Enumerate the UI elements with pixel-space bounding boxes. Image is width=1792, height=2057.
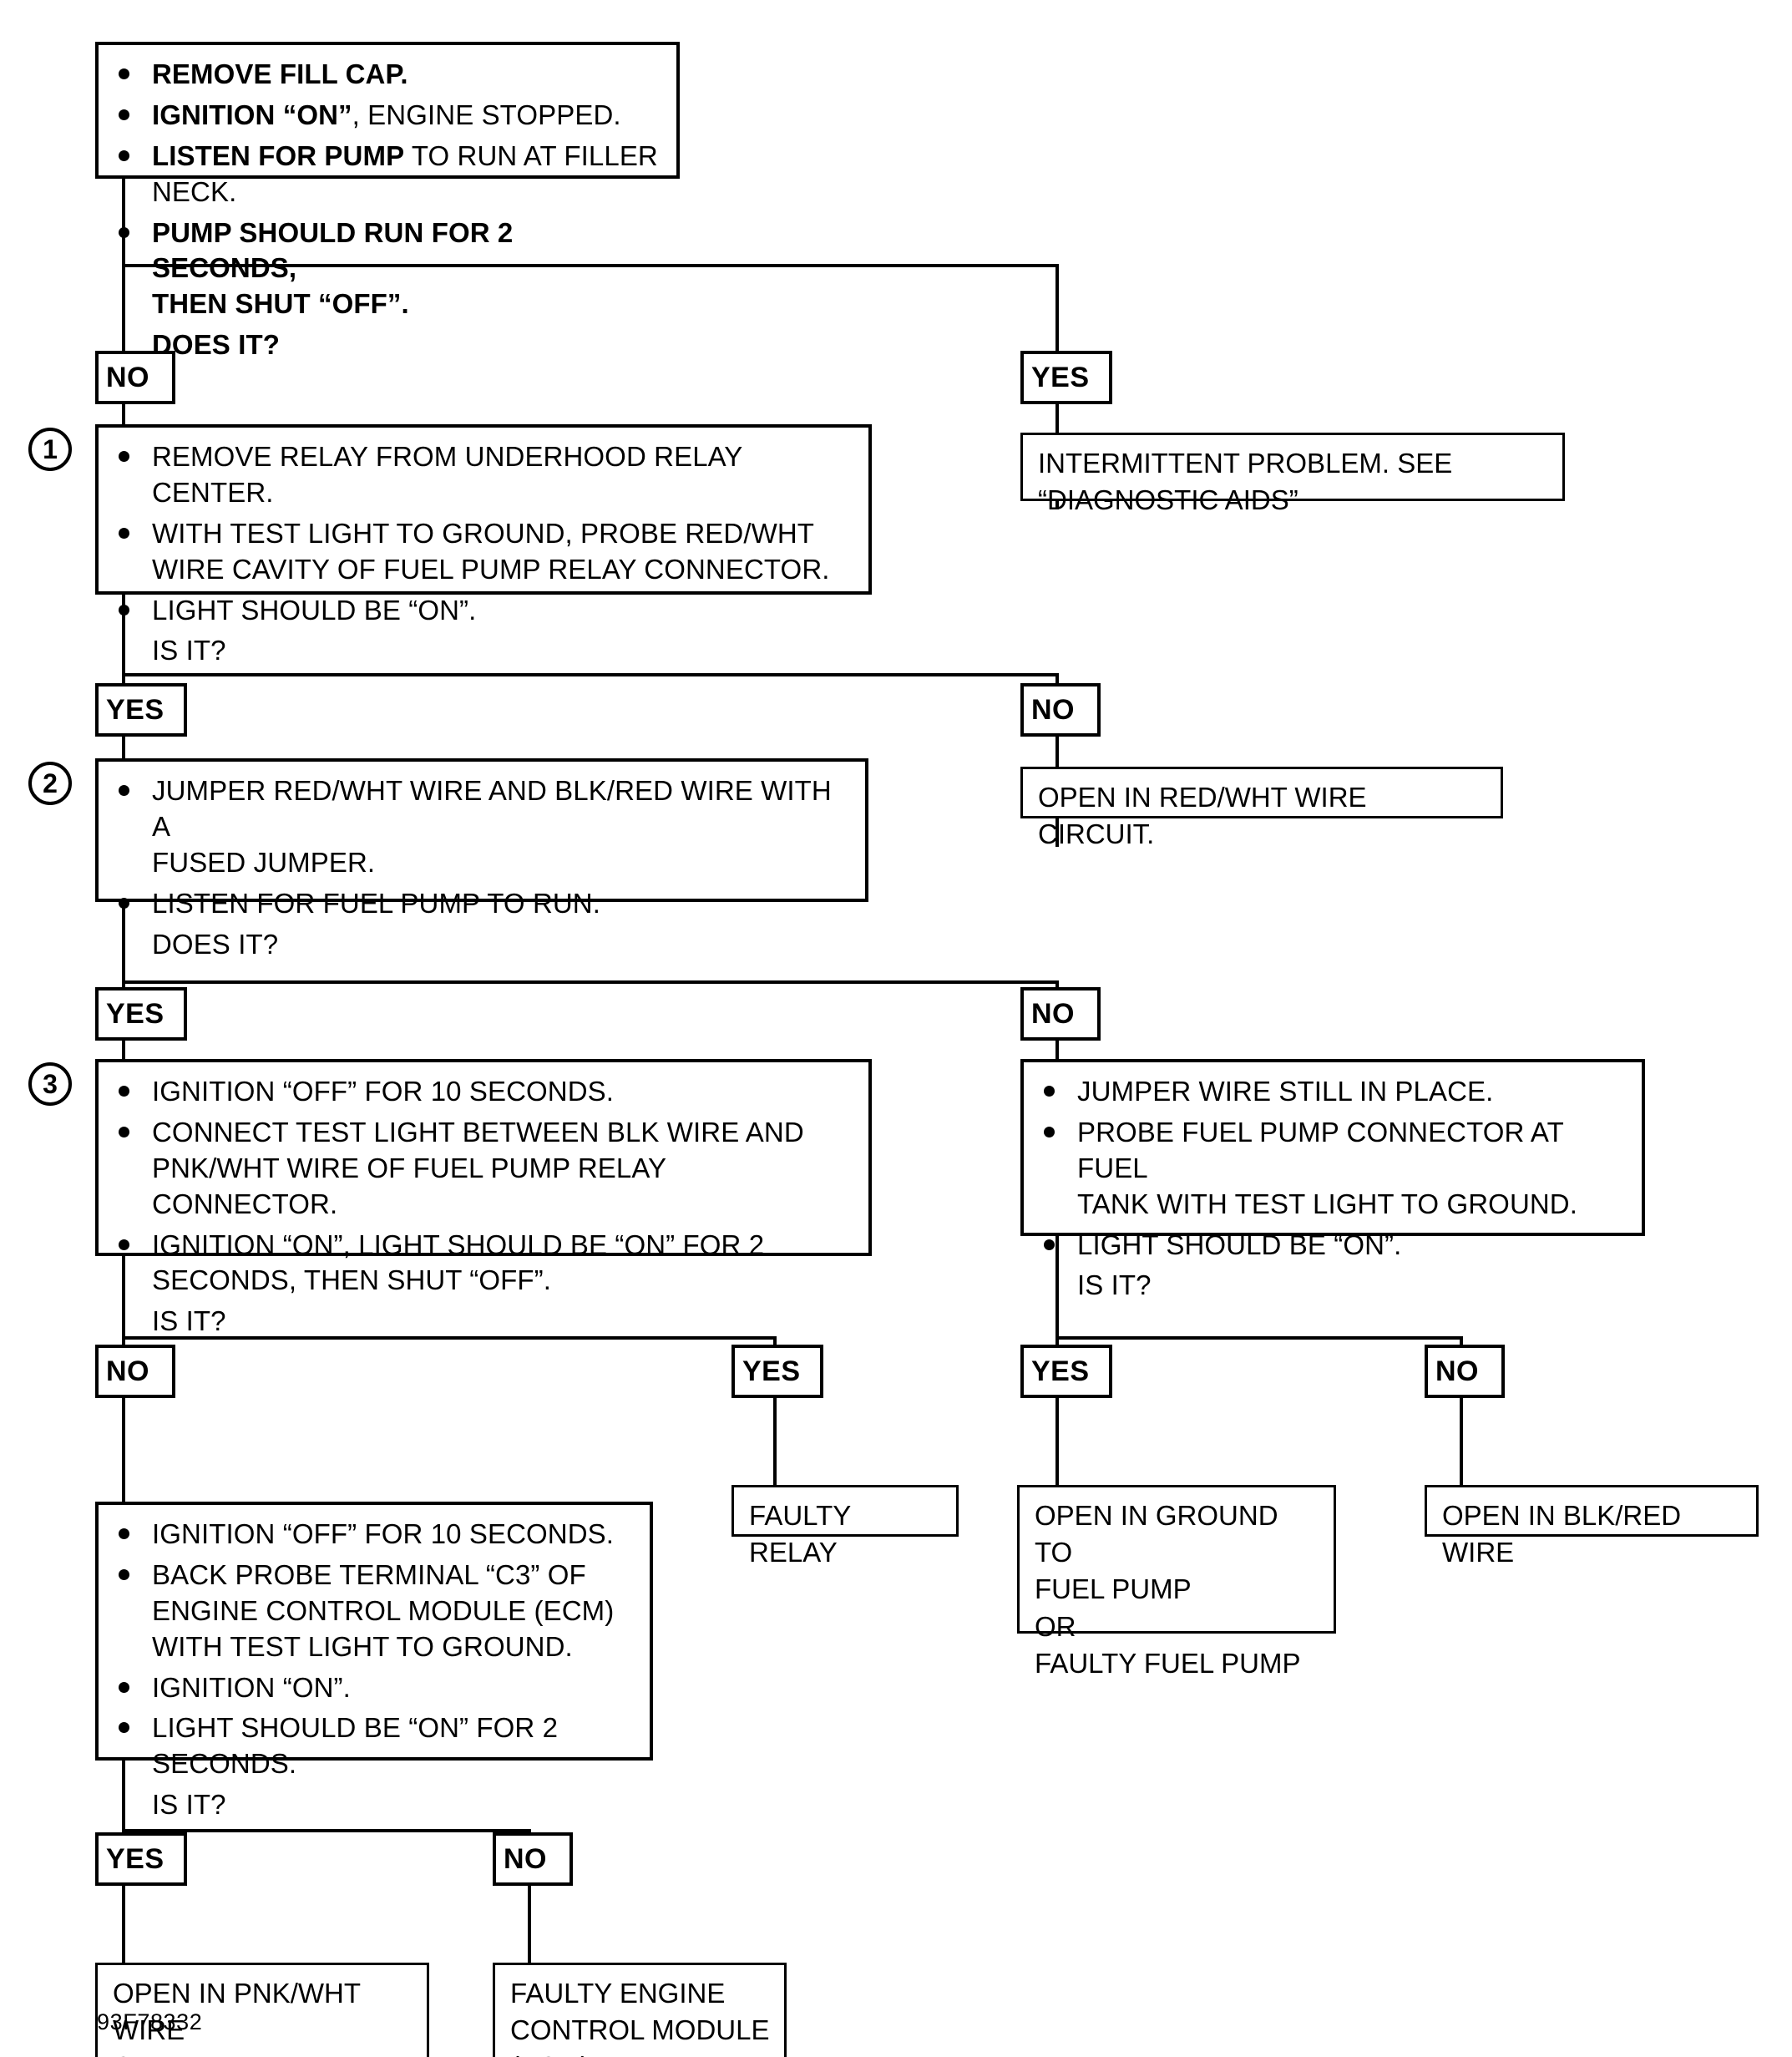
terminal-text: FAULTY RELAY bbox=[749, 1500, 851, 1568]
branch-label-yes[interactable]: YES bbox=[95, 1832, 187, 1886]
branch-label-no[interactable]: NO bbox=[1425, 1345, 1505, 1398]
terminal-text: OPEN IN GROUND TO FUEL PUMP OR FAULTY FU… bbox=[1035, 1500, 1301, 1679]
branch-label-yes[interactable]: YES bbox=[1020, 1345, 1112, 1398]
ecm-probe-box: IGNITION “OFF” FOR 10 SECONDS. BACK PROB… bbox=[95, 1502, 653, 1820]
question-line: DOES IT? bbox=[152, 928, 279, 960]
initial-check-box: REMOVE FILL CAP. IGNITION “ON”, ENGINE S… bbox=[95, 42, 680, 360]
intermittent-problem-box: INTERMITTENT PROBLEM. SEE “DIAGNOSTIC AI… bbox=[1020, 433, 1565, 515]
question-line: IS IT? bbox=[152, 1305, 226, 1337]
connector-line bbox=[122, 1761, 125, 1832]
instruction-item: IGNITION “ON”, LIGHT SHOULD BE “ON” FOR … bbox=[112, 1228, 855, 1300]
step2-box: JUMPER RED/WHT WIRE AND BLK/RED WIRE WIT… bbox=[95, 758, 868, 960]
terminal-text: OPEN IN BLK/RED WIRE bbox=[1442, 1500, 1682, 1568]
connector-line bbox=[1055, 1398, 1059, 1488]
faulty-ecm-box: FAULTY ENGINE CONTROL MODULE (ECM) bbox=[493, 1963, 787, 2057]
connector-line bbox=[122, 902, 125, 984]
figure-id: 93F78332 bbox=[97, 2009, 203, 2034]
instruction-item: IGNITION “OFF” FOR 10 SECONDS. bbox=[112, 1517, 636, 1553]
branch-label-yes[interactable]: YES bbox=[95, 987, 187, 1041]
instruction-item: LISTEN FOR FUEL PUMP TO RUN. bbox=[112, 886, 852, 922]
jumper-in-place-box: JUMPER WIRE STILL IN PLACE. PROBE FUEL P… bbox=[1020, 1059, 1645, 1300]
connector-line bbox=[122, 179, 125, 267]
terminal-text: FAULTY ENGINE CONTROL MODULE (ECM) bbox=[510, 1978, 770, 2057]
connector-line bbox=[122, 1336, 777, 1340]
branch-label-no[interactable]: NO bbox=[95, 351, 175, 404]
question-line: IS IT? bbox=[152, 635, 226, 666]
branch-label-yes[interactable]: YES bbox=[95, 683, 187, 737]
open-ground-fuel-pump-box: OPEN IN GROUND TO FUEL PUMP OR FAULTY FU… bbox=[1017, 1485, 1336, 1679]
connector-line bbox=[1055, 1336, 1463, 1340]
connector-line bbox=[122, 1886, 125, 1966]
connector-line bbox=[122, 1256, 125, 1340]
instruction-item: LIGHT SHOULD BE “ON”. bbox=[112, 593, 855, 629]
instruction-item: WITH TEST LIGHT TO GROUND, PROBE RED/WHT… bbox=[112, 516, 855, 588]
connector-line bbox=[1055, 264, 1059, 354]
instruction-item: LISTEN FOR PUMP TO RUN AT FILLER NECK. bbox=[112, 139, 663, 210]
instruction-item: IGNITION “OFF” FOR 10 SECONDS. bbox=[112, 1074, 855, 1110]
instruction-item: JUMPER WIRE STILL IN PLACE. bbox=[1037, 1074, 1628, 1110]
connector-line bbox=[122, 673, 1059, 676]
terminal-text: OPEN IN PNK/WHT WIRE OR OPEN IN BLK WIRE bbox=[113, 1978, 361, 2057]
branch-label-no[interactable]: NO bbox=[1020, 683, 1101, 737]
question-line: DOES IT? bbox=[152, 329, 280, 361]
branch-label-no[interactable]: NO bbox=[493, 1832, 573, 1886]
branch-label-no[interactable]: NO bbox=[95, 1345, 175, 1398]
instruction-item: JUMPER RED/WHT WIRE AND BLK/RED WIRE WIT… bbox=[112, 773, 852, 881]
instruction-item: PROBE FUEL PUMP CONNECTOR AT FUEL TANK W… bbox=[1037, 1115, 1628, 1223]
branch-label-yes[interactable]: YES bbox=[731, 1345, 823, 1398]
connector-line bbox=[122, 1398, 125, 1505]
instruction-item: BACK PROBE TERMINAL “C3” OF ENGINE CONTR… bbox=[112, 1558, 636, 1665]
step1-box: REMOVE RELAY FROM UNDERHOOD RELAY CENTER… bbox=[95, 424, 872, 666]
connector-line bbox=[1055, 1236, 1059, 1340]
connector-line bbox=[122, 264, 1059, 267]
instruction-item: IGNITION “ON”. bbox=[112, 1670, 636, 1706]
question-line: IS IT? bbox=[1077, 1269, 1152, 1301]
connector-line bbox=[122, 595, 125, 676]
step-number-3: 3 bbox=[28, 1062, 72, 1106]
instruction-item: PUMP SHOULD RUN FOR 2 SECONDS, THEN SHUT… bbox=[112, 215, 663, 323]
connector-line bbox=[122, 1829, 531, 1832]
step3-box: IGNITION “OFF” FOR 10 SECONDS. CONNECT T… bbox=[95, 1059, 872, 1336]
faulty-relay-box: FAULTY RELAY bbox=[731, 1485, 959, 1568]
branch-label-yes[interactable]: YES bbox=[1020, 351, 1112, 404]
step-number-1: 1 bbox=[28, 428, 72, 471]
instruction-item: REMOVE FILL CAP. bbox=[112, 57, 663, 93]
question-line: IS IT? bbox=[152, 1789, 226, 1821]
instruction-item: CONNECT TEST LIGHT BETWEEN BLK WIRE AND … bbox=[112, 1115, 855, 1223]
connector-line bbox=[122, 980, 1059, 984]
open-red-wht-box: OPEN IN RED/WHT WIRE CIRCUIT. bbox=[1020, 767, 1503, 849]
instruction-item: LIGHT SHOULD BE “ON” FOR 2 SECONDS. bbox=[112, 1710, 636, 1782]
step-number-2: 2 bbox=[28, 762, 72, 805]
instruction-item: LIGHT SHOULD BE “ON”. bbox=[1037, 1228, 1628, 1264]
instruction-item: REMOVE RELAY FROM UNDERHOOD RELAY CENTER… bbox=[112, 439, 855, 511]
instruction-item: IGNITION “ON”, ENGINE STOPPED. bbox=[112, 98, 663, 134]
connector-line bbox=[1460, 1398, 1463, 1488]
open-blk-red-box: OPEN IN BLK/RED WIRE bbox=[1425, 1485, 1759, 1568]
terminal-text: OPEN IN RED/WHT WIRE CIRCUIT. bbox=[1038, 782, 1367, 850]
connector-line bbox=[528, 1886, 531, 1966]
connector-line bbox=[773, 1398, 777, 1488]
open-pnk-wht-box: OPEN IN PNK/WHT WIRE OR OPEN IN BLK WIRE bbox=[95, 1963, 429, 2057]
connector-line bbox=[122, 264, 125, 354]
branch-label-no[interactable]: NO bbox=[1020, 987, 1101, 1041]
terminal-text: INTERMITTENT PROBLEM. SEE “DIAGNOSTIC AI… bbox=[1038, 448, 1453, 516]
